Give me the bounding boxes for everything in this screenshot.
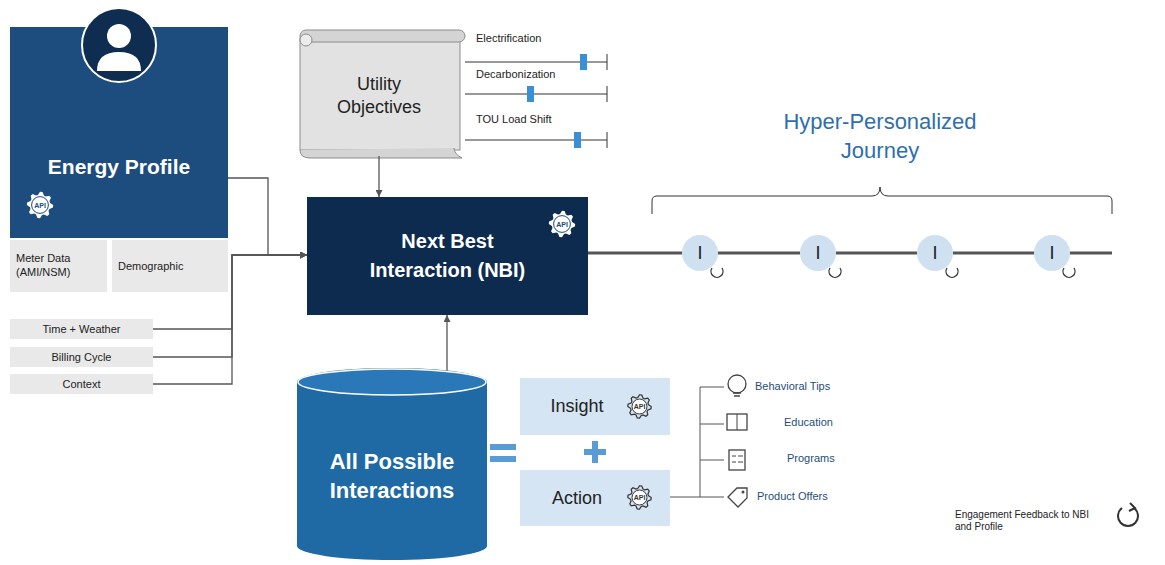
node-text: Utility Objectives <box>324 73 434 120</box>
journey-title: Hyper-Personalized Journey <box>765 108 995 165</box>
feedback-arrow <box>1118 508 1138 526</box>
journey-line <box>718 252 800 255</box>
slider-label: TOU Load Shift <box>476 113 552 125</box>
node-text: I <box>815 243 820 264</box>
api-text: API <box>26 191 54 219</box>
slider-track <box>465 140 607 141</box>
slider-marker <box>580 54 587 70</box>
interaction-circle: I <box>1034 235 1070 271</box>
plus-sign <box>592 441 598 463</box>
node-text: I <box>932 243 937 264</box>
node-text: Energy Profile <box>10 155 228 179</box>
process-box: Billing Cycle <box>10 347 153 367</box>
tip-icon <box>733 393 741 396</box>
loop-icon <box>711 268 723 277</box>
node-text: I <box>697 243 702 264</box>
list-label: Product Offers <box>757 490 828 502</box>
tag-icon <box>742 491 745 494</box>
flow-arrow <box>446 315 447 375</box>
loop-icon <box>829 268 841 277</box>
clipboard-icon <box>732 456 743 462</box>
process-box: Action API <box>520 470 670 526</box>
person-head <box>107 24 131 48</box>
scroll-curl <box>300 34 312 46</box>
gear-teeth <box>628 486 651 509</box>
database-cylinder: All Possible Interactions <box>297 368 487 560</box>
api-gear: API <box>548 210 576 238</box>
process-box: Time + Weather <box>10 319 153 339</box>
slider-end <box>607 54 608 70</box>
process-box: Demographic <box>112 240 228 292</box>
book-icon <box>727 414 747 430</box>
tag-icon <box>728 488 747 507</box>
feedback-note: Engagement Feedback to NBI and Profile <box>955 509 1105 533</box>
node-text: Billing Cycle <box>52 351 112 363</box>
scroll-roll <box>300 30 465 42</box>
feedback-arrow <box>1129 503 1135 511</box>
node-text: Insight <box>550 396 603 417</box>
slider-label: Decarbonization <box>476 68 556 80</box>
process-box: Insight API <box>520 378 670 435</box>
loop-icons <box>711 268 1075 277</box>
api-gear: API <box>627 394 652 419</box>
api-text: API <box>548 210 576 238</box>
flow-arrow <box>228 178 307 255</box>
node-text: Context <box>63 378 101 390</box>
scroll-body <box>300 38 460 150</box>
process-box: Utility Objectives <box>304 44 454 148</box>
profile-card: Energy ProfileAPI Meter Data (AMI/NSM) Dem… <box>10 5 228 292</box>
node-text: Meter Data (AMI/NSM) <box>16 252 101 280</box>
process-box: Meter Data (AMI/NSM) <box>10 240 107 292</box>
scroll-roll <box>300 148 462 158</box>
list-label: Behavioral Tips <box>755 380 830 392</box>
person-circle <box>82 8 156 82</box>
slider-end <box>607 86 608 102</box>
list-bracket <box>670 387 724 497</box>
book-icon <box>737 414 738 430</box>
tip-icon <box>728 375 746 393</box>
journey-line <box>1070 252 1112 255</box>
person-body <box>97 52 141 71</box>
gear-teeth <box>549 211 575 237</box>
node-text: Next Best Interaction (NBI) <box>348 227 548 285</box>
equals-sign <box>490 444 516 450</box>
node-text: Action <box>552 488 602 509</box>
slider-end <box>607 132 608 148</box>
api-gear: API <box>627 485 652 510</box>
list-label: Programs <box>787 452 835 464</box>
node-text: Demographic <box>118 260 183 272</box>
journey-bracket <box>652 187 1112 214</box>
api-gear: API <box>26 191 54 219</box>
journey-line <box>953 252 1034 255</box>
cylinder-body <box>297 368 487 560</box>
cylinder-top <box>298 369 486 395</box>
flow-arrow <box>378 156 379 197</box>
interaction-circle: I <box>682 235 718 271</box>
loop-icon <box>946 268 958 277</box>
slider-marker <box>574 132 581 148</box>
loop-icon <box>1063 268 1075 277</box>
process-box: Context <box>10 374 153 394</box>
list-label: Education <box>784 416 833 428</box>
journey-line <box>588 252 682 255</box>
api-text: API <box>627 485 652 510</box>
slider-marker <box>527 86 534 102</box>
gear-teeth <box>628 395 651 418</box>
interaction-circle: I <box>800 235 836 271</box>
slider-track <box>465 94 607 95</box>
equals-sign <box>490 456 516 462</box>
node-text: Time + Weather <box>43 323 121 335</box>
interaction-circle: I <box>917 235 953 271</box>
process-box: Next Best Interaction (NBI)API <box>307 197 588 315</box>
gear-teeth <box>27 192 53 218</box>
api-text: API <box>627 394 652 419</box>
node-text: All Possible Interactions <box>312 422 472 505</box>
clipboard-icon <box>729 450 745 470</box>
journey-line <box>836 252 917 255</box>
node-text: I <box>1049 243 1054 264</box>
slider-label: Electrification <box>476 32 541 44</box>
person-icon <box>79 5 159 85</box>
